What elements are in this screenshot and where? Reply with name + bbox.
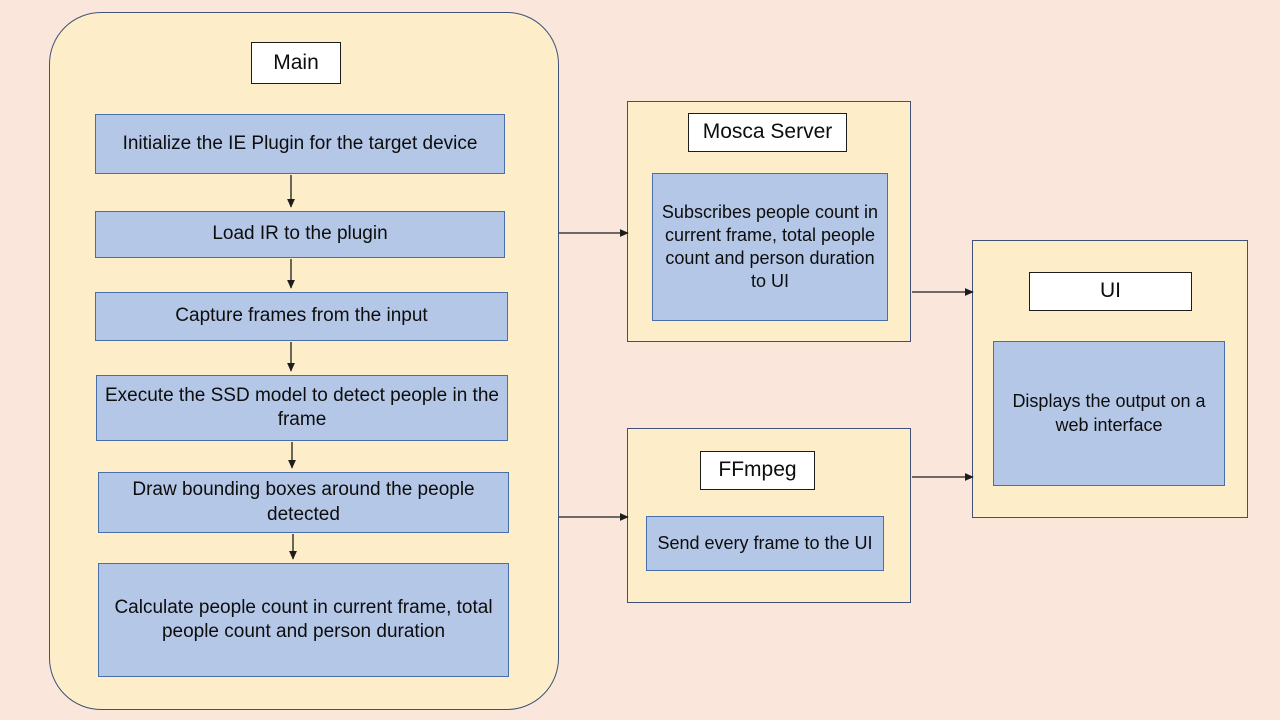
process-box-subscribes-counts[interactable]: Subscribes people count in current frame… <box>652 173 888 321</box>
ui-title-label: UI <box>1029 272 1192 311</box>
main-title-label: Main <box>251 42 341 84</box>
process-box-execute-ssd-model[interactable]: Execute the SSD model to detect people i… <box>96 375 508 441</box>
process-box-draw-bounding-boxes[interactable]: Draw bounding boxes around the people de… <box>98 472 509 533</box>
ffmpeg-title-label: FFmpeg <box>700 451 815 490</box>
process-box-initialize-ie-plugin[interactable]: Initialize the IE Plugin for the target … <box>95 114 505 174</box>
process-box-displays-output[interactable]: Displays the output on a web interface <box>993 341 1225 486</box>
process-box-capture-frames[interactable]: Capture frames from the input <box>95 292 508 341</box>
process-box-calculate-people-count[interactable]: Calculate people count in current frame,… <box>98 563 509 677</box>
process-box-send-every-frame[interactable]: Send every frame to the UI <box>646 516 884 571</box>
process-box-load-ir[interactable]: Load IR to the plugin <box>95 211 505 258</box>
mosca-server-title-label: Mosca Server <box>688 113 847 152</box>
